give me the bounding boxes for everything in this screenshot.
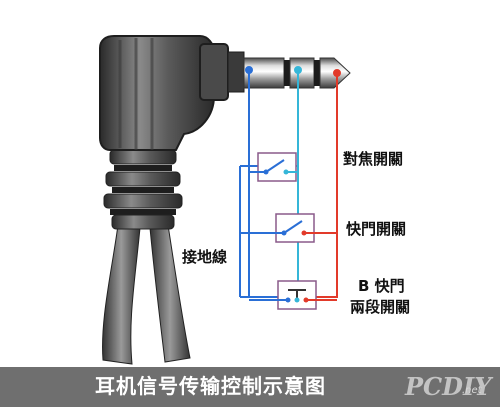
plug-body xyxy=(99,35,245,151)
two-stage-label-line1: B 快門 xyxy=(358,277,405,295)
cable xyxy=(102,224,191,365)
shutter-wire xyxy=(304,69,341,298)
caption-title: 耳机信号传输控制示意图 xyxy=(95,374,326,398)
shutter-switch xyxy=(275,213,315,243)
focus-wire xyxy=(286,66,313,298)
wire-joints xyxy=(249,171,337,301)
two-stage-switch xyxy=(277,280,317,310)
focus-switch-label: 對焦開關 xyxy=(343,150,404,168)
shutter-switch-label: 快門開關 xyxy=(346,220,407,238)
strain-relief xyxy=(103,149,183,230)
caption-bar xyxy=(0,367,500,407)
jack-pin xyxy=(243,57,351,89)
watermark-logo: PCDIY xyxy=(405,372,492,401)
ground-wire-label: 接地線 xyxy=(182,248,228,266)
focus-switch xyxy=(257,152,297,182)
ground-wire xyxy=(239,66,283,298)
watermark-suffix: .net xyxy=(462,385,482,396)
two-stage-label-line2: 兩段開關 xyxy=(350,298,411,316)
